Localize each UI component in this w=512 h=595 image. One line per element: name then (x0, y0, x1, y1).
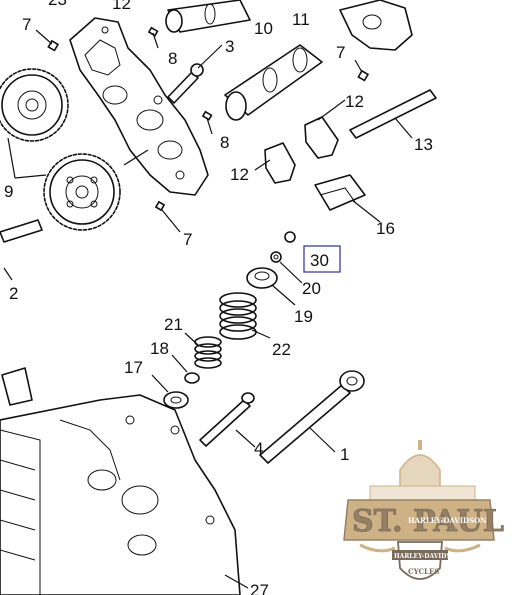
inner-spring-21 (194, 336, 222, 369)
callout-16: 16 (376, 219, 395, 238)
upper-collar-19 (246, 267, 278, 289)
callout-21: 21 (164, 315, 183, 334)
callout-18: 18 (150, 339, 169, 358)
callout-19: 19 (294, 307, 313, 326)
callout-12-top: 12 (112, 0, 131, 13)
callout-27: 27 (250, 581, 269, 595)
callout-7-b: 7 (336, 43, 345, 62)
lifter-upper (304, 116, 339, 159)
dealer-logo-watermark: ST. PAUL HARLEY-DAVIDSON HARLEY-DAVIDSON… (343, 440, 504, 580)
bolt-3 (167, 63, 204, 104)
callout-12-a: 12 (345, 92, 364, 111)
callout-labels: 12 23 7 10 11 8 3 7 12 8 13 12 9 16 7 30… (4, 0, 433, 595)
spring-retainer-20 (270, 251, 282, 263)
callout-10: 10 (254, 19, 273, 38)
valve-seal-18 (184, 372, 200, 384)
logo-ribbon-text: CYCLES (408, 567, 439, 576)
callout-3: 3 (225, 37, 234, 56)
cam-gear-upper (0, 68, 69, 142)
cylinder-head (0, 367, 241, 595)
camshaft-10 (165, 0, 251, 33)
callout-7-a: 7 (22, 15, 31, 34)
dowel-pins (47, 26, 370, 212)
callout-20: 20 (302, 279, 321, 298)
callout-4: 4 (254, 439, 263, 458)
logo-brand-top: ST. PAUL (352, 504, 504, 539)
callout-8-a: 8 (168, 49, 177, 68)
callout-22: 22 (272, 340, 291, 359)
rocker-support (339, 0, 413, 51)
callout-7-c: 7 (183, 230, 192, 249)
callout-1: 1 (340, 445, 349, 464)
callout-30-box (303, 245, 341, 273)
lower-collar-17 (163, 391, 189, 409)
cam-gear-lower (43, 153, 121, 231)
callout-11: 11 (292, 10, 310, 29)
lifter-clip (314, 174, 366, 211)
stud-2 (0, 219, 43, 243)
capitol-dome-icon (399, 454, 441, 491)
callout-30: 30 (310, 251, 329, 270)
callout-2: 2 (9, 284, 18, 303)
logo-shield-text: HARLEY-DAVIDSON (394, 553, 462, 560)
pushrod (349, 89, 437, 139)
callout-8-b: 8 (220, 133, 229, 152)
lifter-lower (264, 142, 296, 184)
bolt-4 (199, 392, 255, 447)
leader-lines (3, 29, 413, 589)
callout-23: 23 (48, 0, 67, 9)
callout-13: 13 (414, 135, 433, 154)
callout-9: 9 (4, 182, 13, 201)
callout-17: 17 (124, 358, 143, 377)
cam-support-plate (69, 17, 209, 196)
valve-keeper-30 (284, 231, 296, 243)
callout-12-b: 12 (230, 165, 249, 184)
logo-brand-bottom: HARLEY-DAVIDSON (408, 516, 487, 525)
bolt-1 (259, 370, 365, 464)
outer-spring-22 (219, 292, 257, 340)
camshaft-11 (224, 44, 323, 121)
